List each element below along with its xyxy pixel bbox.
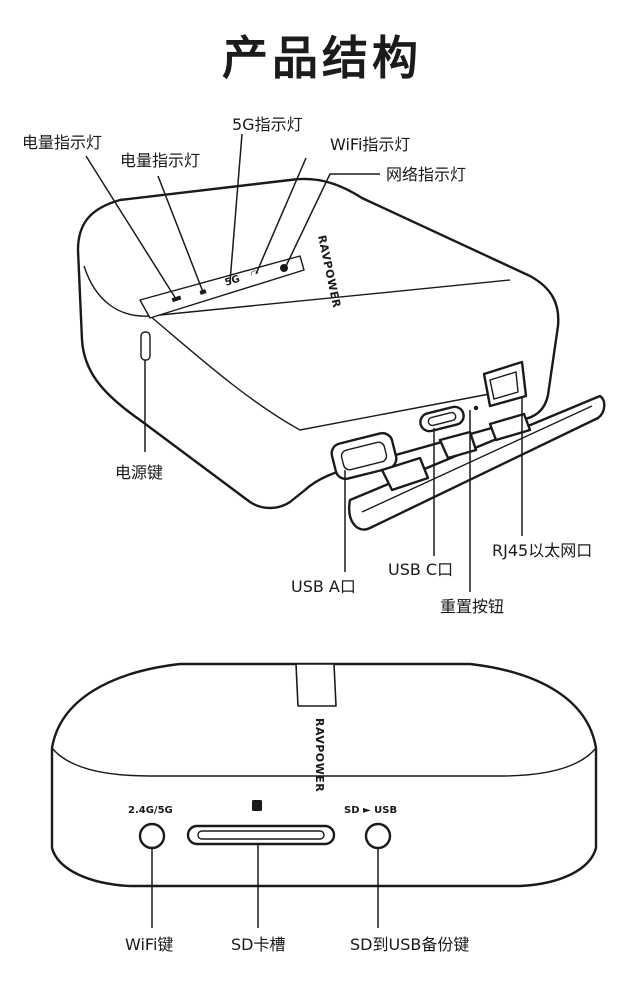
top-labels: 电量指示灯 电量指示灯 5G指示灯 WiFi指示灯 网络指示灯 电源键 USB …	[22, 115, 592, 616]
label-power-key: 电源键	[115, 463, 163, 482]
label-backup-key: SD到USB备份键	[350, 935, 469, 954]
bottom-device: RAVPOWER 2.4G/5G SD ► USB	[50, 662, 598, 888]
sd-slot	[186, 824, 336, 846]
top-device: 5G ◠ RAVPOWER	[76, 177, 606, 531]
reset-button	[473, 405, 479, 411]
backup-key	[364, 822, 392, 850]
led-wifi-mark: ◠	[250, 268, 261, 281]
sd-usb-button-text: SD ► USB	[344, 805, 397, 816]
label-battery-led-1: 电量指示灯	[22, 133, 102, 152]
label-reset: 重置按钮	[440, 597, 504, 616]
label-sd-slot: SD卡槽	[231, 935, 285, 954]
wifi-key	[138, 822, 166, 850]
label-wifi-key: WiFi键	[125, 935, 173, 954]
label-usb-c: USB C口	[388, 560, 453, 579]
label-battery-led-2: 电量指示灯	[120, 151, 200, 170]
bottom-labels: WiFi键 SD卡槽 SD到USB备份键	[125, 935, 469, 954]
battery-led-1-mark	[171, 295, 182, 303]
label-5g-led: 5G指示灯	[232, 115, 303, 134]
usb-a-port	[330, 431, 398, 481]
top-leader-lines	[85, 133, 523, 592]
label-network-led: 网络指示灯	[386, 165, 466, 184]
label-wifi-led: WiFi指示灯	[330, 135, 410, 154]
page-title: 产品结构	[222, 31, 422, 85]
sd-icon	[252, 800, 262, 811]
brand-bottom: RAVPOWER	[313, 718, 326, 792]
led-5g-mark: 5G	[224, 274, 242, 289]
label-usb-a: USB A口	[291, 577, 356, 596]
bottom-leader-lines	[151, 844, 379, 928]
band-button-text: 2.4G/5G	[128, 805, 173, 816]
label-rj45: RJ45以太网口	[492, 541, 592, 560]
